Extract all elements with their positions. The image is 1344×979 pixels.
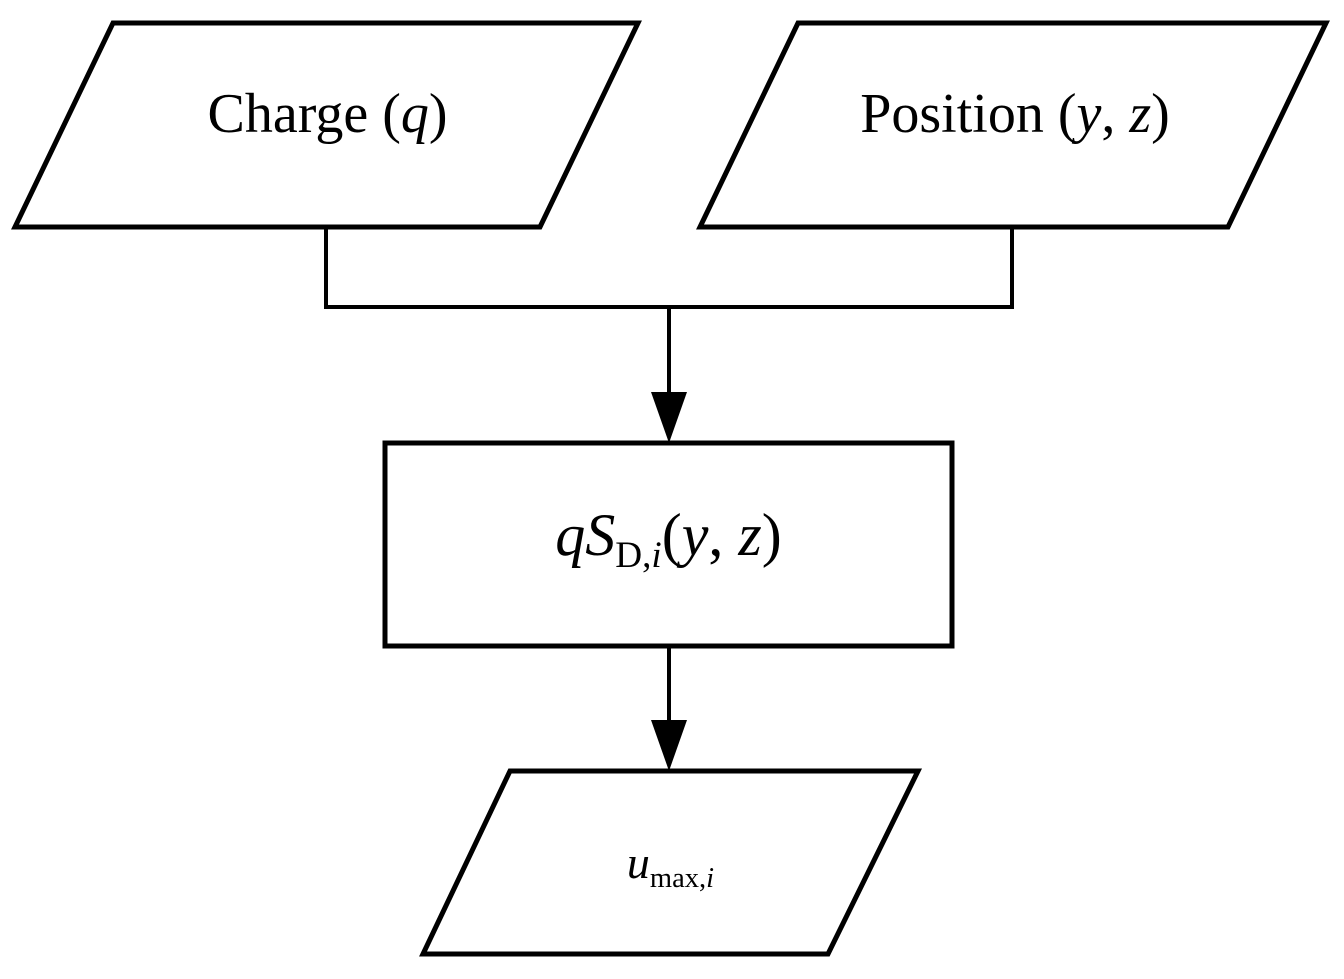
- charge-input-shape[interactable]: [11, 20, 642, 230]
- charge-variable-q: q: [400, 83, 429, 145]
- output-node-shape[interactable]: [419, 768, 923, 957]
- output-subscript-max: max,: [649, 863, 707, 895]
- process-box-label: qSD,i(y, z): [385, 505, 952, 574]
- charge-close-paren: ): [428, 83, 448, 145]
- formula-close-paren: ): [761, 502, 782, 568]
- formula-subscript-i: i: [651, 534, 662, 576]
- charge-open-paren: (: [368, 83, 401, 145]
- formula-subscript-d: D: [615, 534, 643, 576]
- position-input-shape[interactable]: [696, 20, 1330, 230]
- position-comma: ,: [1101, 83, 1130, 145]
- formula-subscript-comma: ,: [642, 534, 652, 576]
- arrowhead-to-output: [651, 720, 687, 771]
- position-input-label: Position (y, z): [780, 86, 1250, 142]
- position-variable-z: z: [1129, 83, 1152, 145]
- position-word: Position: [860, 83, 1044, 145]
- output-subscript-i: i: [706, 863, 715, 895]
- output-node-label: umax,i: [423, 840, 918, 894]
- position-close-paren: ): [1151, 83, 1170, 145]
- charge-word: Charge: [207, 83, 369, 145]
- formula-variable-s: S: [585, 502, 616, 568]
- formula-variable-q: q: [555, 502, 586, 568]
- charge-input-label: Charge (q): [100, 86, 555, 142]
- arrowhead-to-process: [651, 392, 687, 443]
- formula-variable-z: z: [738, 502, 762, 568]
- output-variable-u: u: [626, 837, 650, 888]
- formula-open-paren: (: [661, 502, 682, 568]
- position-open-paren: (: [1043, 83, 1077, 145]
- position-variable-y: y: [1076, 83, 1102, 145]
- formula-comma: ,: [708, 502, 739, 568]
- formula-variable-y: y: [681, 502, 709, 568]
